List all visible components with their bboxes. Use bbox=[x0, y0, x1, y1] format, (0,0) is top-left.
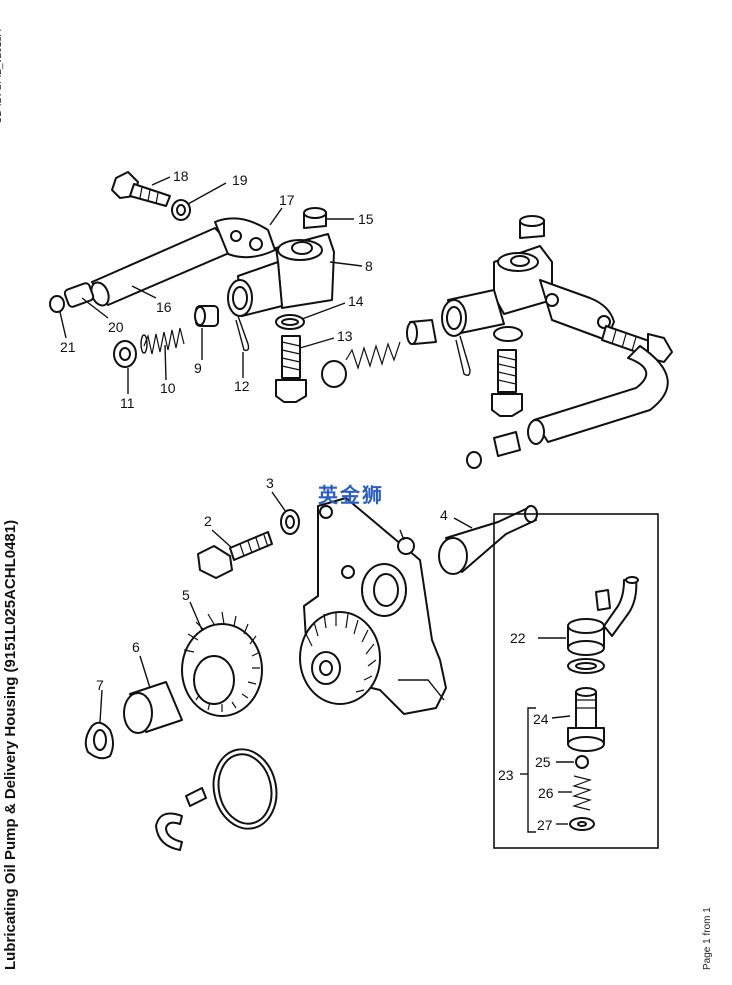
label-25: 25 bbox=[535, 754, 551, 770]
washer-11 bbox=[113, 340, 137, 368]
bolt-2 bbox=[197, 531, 273, 579]
o-ring bbox=[212, 748, 278, 830]
label-22: 22 bbox=[510, 630, 526, 646]
label-17: 17 bbox=[279, 192, 295, 208]
circlip-7 bbox=[84, 721, 114, 760]
label-18: 18 bbox=[173, 168, 189, 184]
shaft-4 bbox=[438, 505, 538, 575]
label-12: 12 bbox=[234, 378, 250, 394]
plug-15 bbox=[303, 207, 327, 229]
assembled-valve-housing bbox=[321, 215, 673, 469]
label-26: 26 bbox=[538, 785, 554, 801]
label-21: 21 bbox=[60, 339, 76, 355]
label-10: 10 bbox=[160, 380, 176, 396]
washer-3 bbox=[280, 509, 300, 535]
plunger-9 bbox=[194, 305, 219, 327]
label-5: 5 bbox=[182, 587, 190, 603]
bolt-18 bbox=[111, 171, 171, 207]
label-2: 2 bbox=[204, 513, 212, 529]
valve-bolt-13 bbox=[275, 335, 307, 403]
washer-19 bbox=[171, 199, 191, 221]
circlip-14 bbox=[275, 314, 305, 330]
delivery-pipe-left bbox=[49, 217, 276, 313]
label-13: 13 bbox=[337, 328, 353, 344]
label-23: 23 bbox=[498, 767, 514, 783]
watermark-logo: 英金狮 bbox=[318, 483, 384, 507]
inset-relief-valve bbox=[493, 513, 659, 849]
label-3: 3 bbox=[266, 475, 274, 491]
label-19: 19 bbox=[232, 172, 248, 188]
label-27: 27 bbox=[537, 817, 553, 833]
label-6: 6 bbox=[132, 639, 140, 655]
leader-lines-center bbox=[99, 491, 473, 723]
label-9: 9 bbox=[194, 360, 202, 376]
label-16: 16 bbox=[156, 299, 172, 315]
label-20: 20 bbox=[108, 319, 124, 335]
c-clip bbox=[155, 812, 183, 851]
label-11: 11 bbox=[120, 395, 135, 411]
leader-lines-upper-left bbox=[59, 176, 363, 394]
split-pin-12 bbox=[235, 315, 250, 352]
label-8: 8 bbox=[365, 258, 373, 274]
gear-5 bbox=[181, 611, 263, 717]
part-labels: 2 3 4 5 6 7 8 9 10 11 12 13 14 15 16 17 … bbox=[60, 168, 554, 833]
dowel-pin bbox=[185, 787, 207, 807]
spring-10 bbox=[140, 327, 185, 355]
label-4: 4 bbox=[440, 507, 448, 523]
label-14: 14 bbox=[348, 293, 364, 309]
pump-gear-assembled bbox=[299, 611, 381, 705]
label-7: 7 bbox=[96, 677, 104, 693]
housing-8 bbox=[227, 233, 335, 317]
bush-6 bbox=[123, 681, 183, 734]
label-24: 24 bbox=[533, 711, 549, 727]
label-15: 15 bbox=[358, 211, 374, 227]
